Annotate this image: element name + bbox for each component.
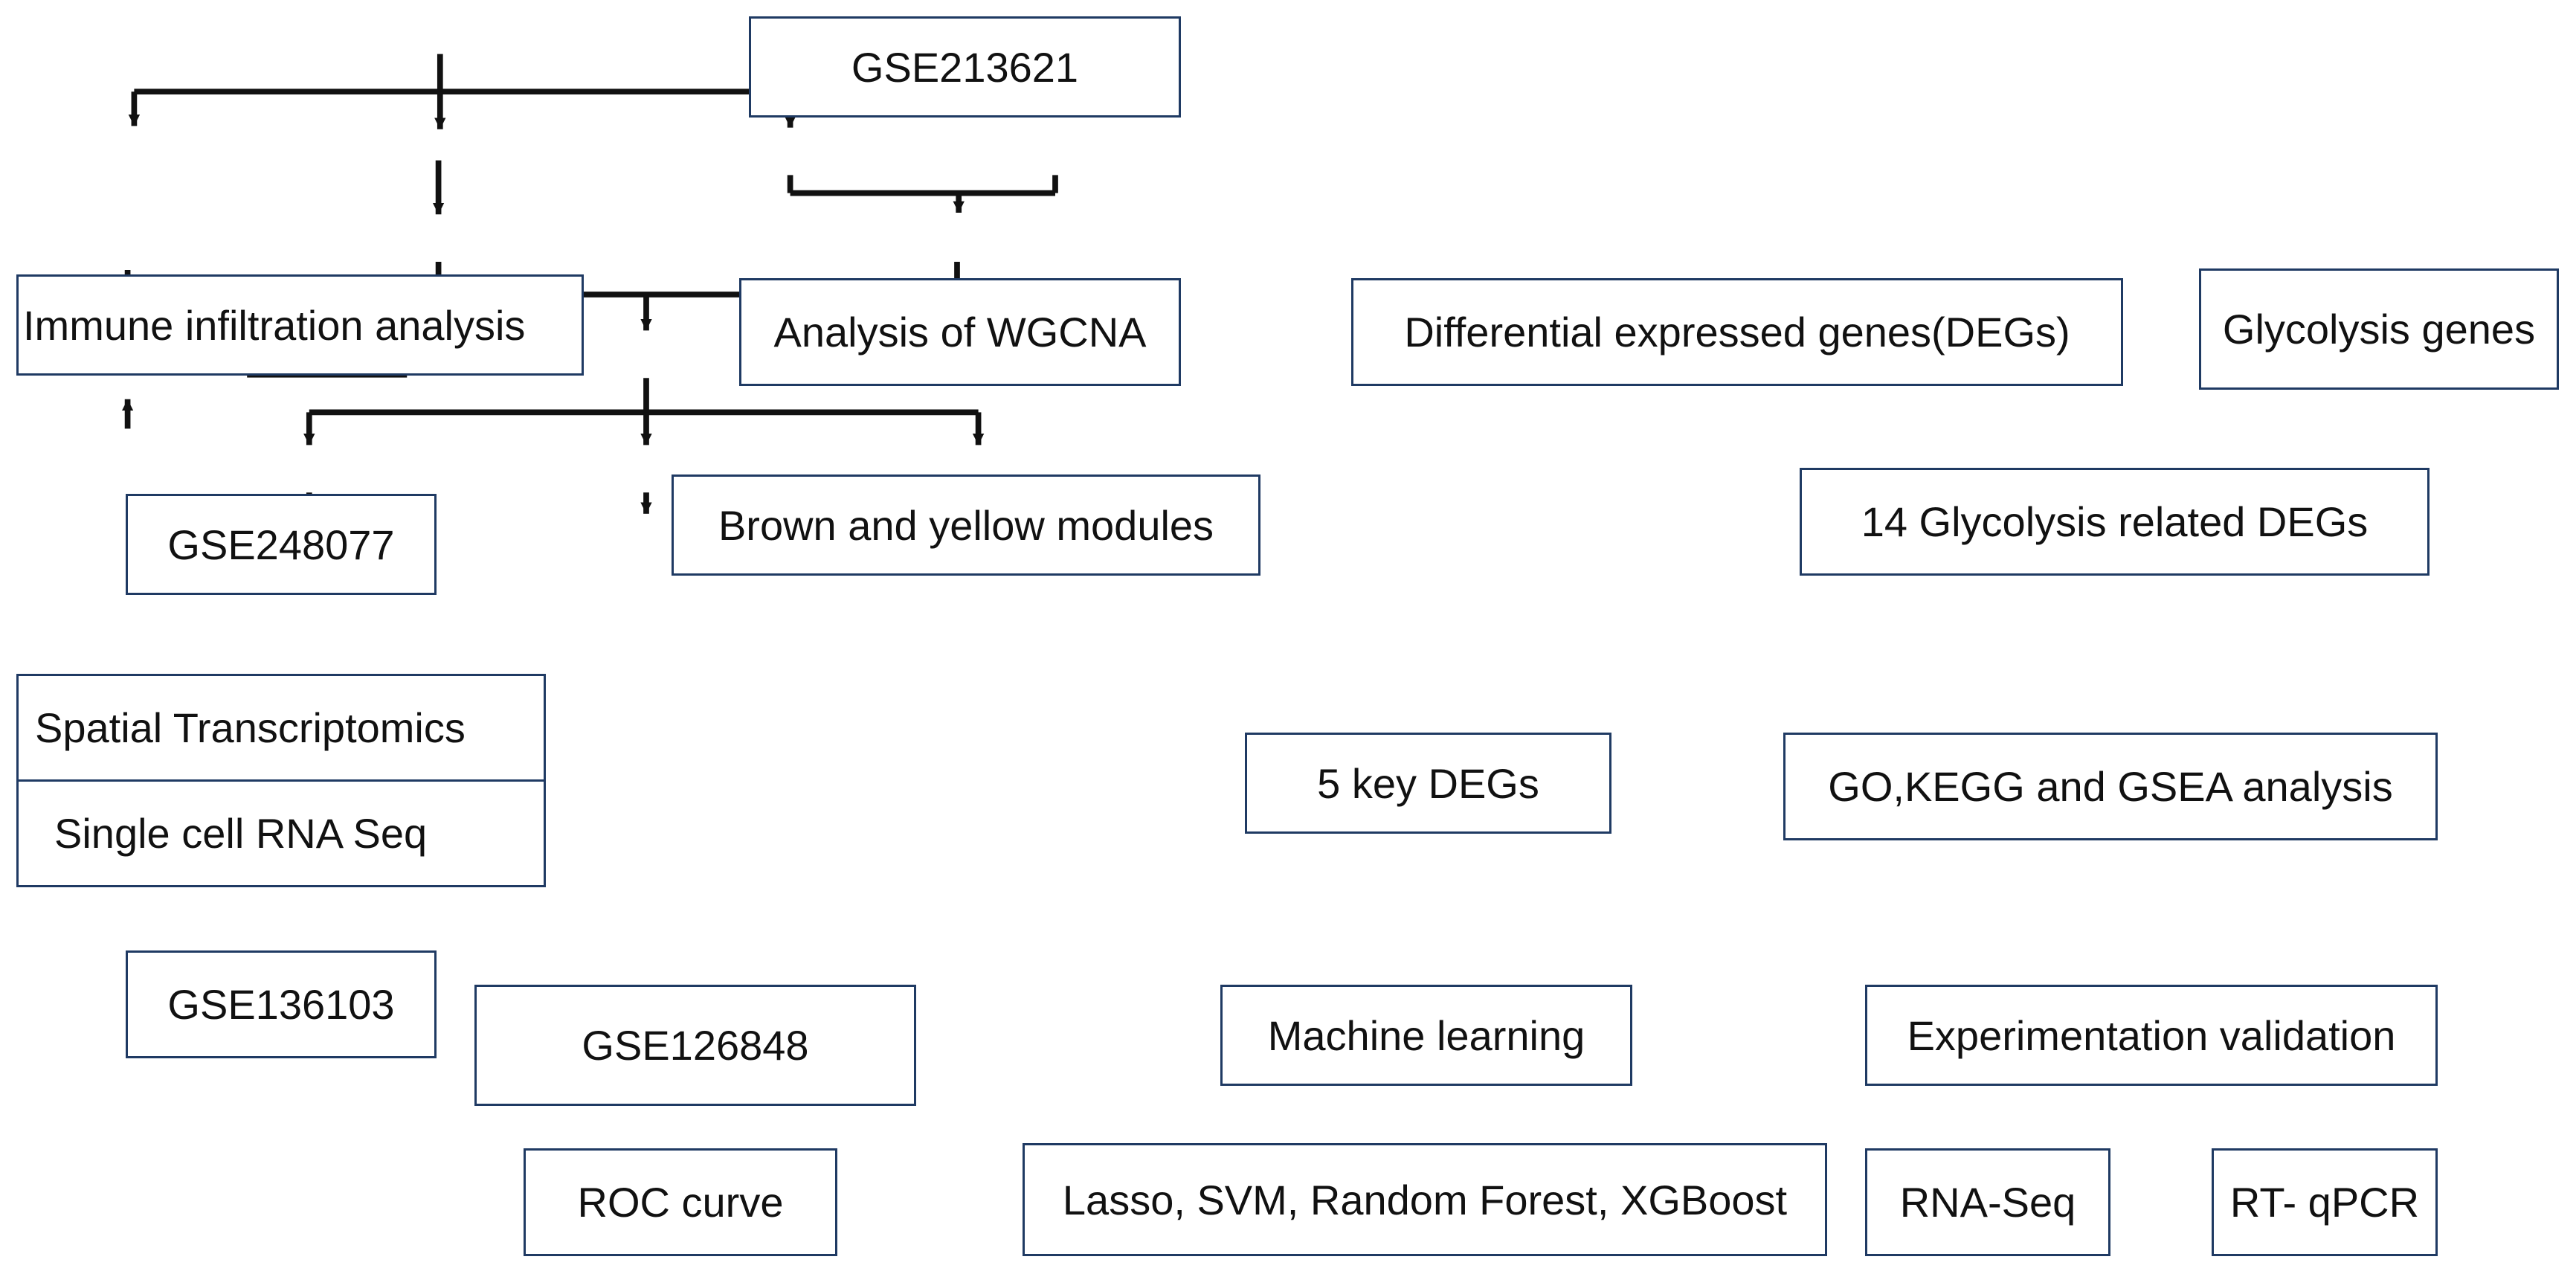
node-immune-infiltration: Immune infiltration analysis [16, 274, 584, 376]
node-algorithms: Lasso, SVM, Random Forest, XGBoost [1023, 1143, 1827, 1256]
node-gse248077: GSE248077 [126, 494, 437, 595]
node-spatial-transcriptomics: Spatial Transcriptomics [16, 674, 546, 782]
node-wgcna-label: Analysis of WGCNA [773, 309, 1147, 356]
node-experimentation-validation: Experimentation validation [1865, 985, 2438, 1086]
node-glycolysis-genes-label: Glycolysis genes [2222, 306, 2536, 353]
node-degs-label: Differential expressed genes(DEGs) [1404, 309, 2070, 356]
node-gse213621: GSE213621 [749, 16, 1181, 118]
node-spatial-transcriptomics-label: Spatial Transcriptomics [35, 704, 466, 751]
node-brown-yellow-modules-label: Brown and yellow modules [718, 501, 1214, 549]
node-rt-qpcr: RT- qPCR [2212, 1148, 2438, 1256]
node-roc-curve: ROC curve [524, 1148, 837, 1256]
node-machine-learning-label: Machine learning [1267, 1011, 1585, 1059]
node-gse126848: GSE126848 [474, 985, 916, 1106]
node-go-kegg-gsea: GO,KEGG and GSEA analysis [1783, 733, 2438, 840]
node-glycolysis-degs-label: 14 Glycolysis related DEGs [1861, 498, 2369, 545]
node-gse136103-label: GSE136103 [167, 981, 395, 1028]
node-gse136103: GSE136103 [126, 950, 437, 1058]
node-rna-seq-label: RNA-Seq [1899, 1179, 2076, 1226]
node-glycolysis-degs: 14 Glycolysis related DEGs [1800, 468, 2430, 576]
node-wgcna: Analysis of WGCNA [739, 278, 1181, 386]
node-degs: Differential expressed genes(DEGs) [1351, 278, 2123, 386]
node-algorithms-label: Lasso, SVM, Random Forest, XGBoost [1062, 1176, 1788, 1223]
node-gse213621-label: GSE213621 [851, 43, 1079, 91]
node-brown-yellow-modules: Brown and yellow modules [672, 474, 1260, 576]
node-single-cell-rna-seq: Single cell RNA Seq [16, 779, 546, 887]
node-experimentation-validation-label: Experimentation validation [1907, 1011, 2396, 1059]
node-glycolysis-genes: Glycolysis genes [2199, 268, 2559, 390]
node-machine-learning: Machine learning [1220, 985, 1632, 1086]
node-key-degs: 5 key DEGs [1245, 733, 1611, 834]
node-gse126848-label: GSE126848 [582, 1022, 809, 1069]
node-immune-infiltration-label: Immune infiltration analysis [23, 301, 526, 349]
node-rna-seq: RNA-Seq [1865, 1148, 2110, 1256]
node-key-degs-label: 5 key DEGs [1317, 759, 1539, 807]
node-go-kegg-gsea-label: GO,KEGG and GSEA analysis [1828, 763, 2393, 810]
node-roc-curve-label: ROC curve [577, 1179, 784, 1226]
node-single-cell-rna-seq-label: Single cell RNA Seq [54, 810, 428, 857]
node-rt-qpcr-label: RT- qPCR [2229, 1179, 2420, 1226]
node-gse248077-label: GSE248077 [167, 521, 395, 568]
